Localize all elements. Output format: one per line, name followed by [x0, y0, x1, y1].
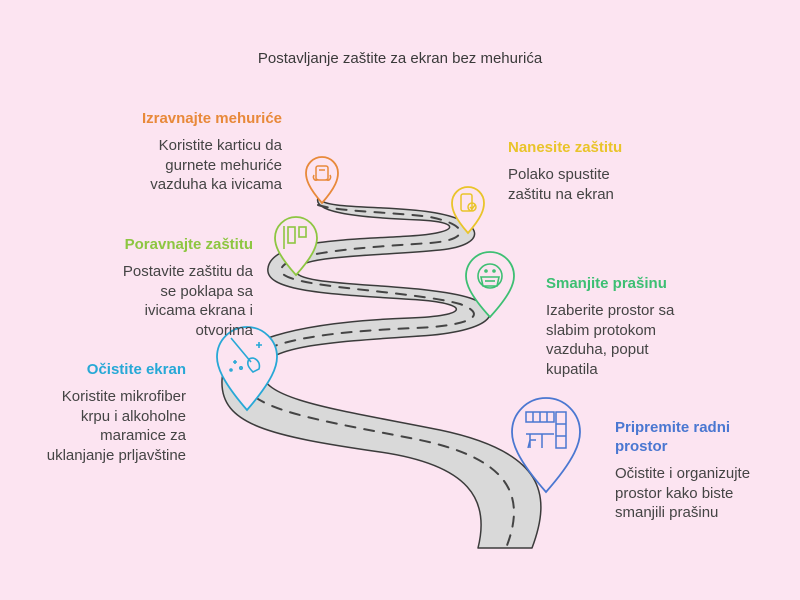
workspace-icon — [525, 411, 567, 449]
phone-check-icon — [460, 193, 477, 212]
broom-sparkle-icon — [229, 337, 262, 373]
pin-nanesite — [451, 186, 485, 235]
pin-nanesite-shape — [451, 186, 485, 235]
step-izravnajte-line: gurnete mehuriće — [165, 156, 282, 174]
step-pripremite-heading-line: prostor — [615, 438, 668, 455]
step-pripremite: Pripremite radni prostor Očistite i orga… — [615, 418, 795, 523]
step-ocistite-line: maramice za — [100, 427, 186, 444]
step-ocistite-desc: Koristite mikrofiber krpu i alkoholne ma… — [20, 387, 186, 465]
step-smanjite-line: vazduha, poput — [546, 341, 649, 358]
step-poravnajte: Poravnajte zaštitu Postavite zaštitu da … — [60, 235, 253, 340]
pin-izravnajte — [305, 156, 339, 205]
step-poravnajte-line: ivicama ekrana i — [144, 302, 253, 319]
align-icon — [283, 226, 307, 249]
road-center-dashes — [240, 204, 515, 549]
step-poravnajte-heading: Poravnajte zaštitu — [124, 236, 253, 253]
step-nanesite-line: Polako spustite — [508, 166, 610, 183]
pin-smanjite-shape — [465, 251, 515, 319]
step-ocistite-heading: Očistite ekran — [86, 361, 186, 378]
page-title: Postavljanje zaštite za ekran bez mehuri… — [257, 50, 543, 67]
step-ocistite: Očistite ekran Koristite mikrofiber krpu… — [20, 360, 186, 465]
step-poravnajte-desc: Postavite zaštitu da se poklapa sa ivica… — [60, 262, 253, 340]
step-pripremite-line: prostor kako biste — [615, 484, 734, 502]
step-izravnajte-desc: Koristite karticu da gurnete mehuriće va… — [100, 136, 282, 195]
step-smanjite-line: kupatila — [546, 360, 598, 378]
pin-pripremite — [511, 397, 581, 494]
step-smanjite: Smanjite prašinu Izaberite prostor sa sl… — [546, 274, 746, 379]
step-izravnajte-line: Koristite karticu da — [158, 137, 282, 154]
step-izravnajte: Izravnajte mehuriće Koristite karticu da… — [100, 109, 282, 195]
step-smanjite-heading: Smanjite prašinu — [546, 275, 667, 292]
step-nanesite-heading: Nanesite zaštitu — [508, 139, 623, 156]
pin-ocistite — [216, 326, 278, 412]
pin-poravnajte-shape — [274, 216, 318, 277]
step-pripremite-desc: Očistite i organizujte prostor kako bist… — [615, 464, 795, 523]
step-poravnajte-line: otvorima — [195, 321, 253, 339]
step-izravnajte-heading: Izravnajte mehuriće — [141, 110, 282, 127]
step-pripremite-heading: Pripremite radni prostor — [615, 418, 795, 456]
step-smanjite-desc: Izaberite prostor sa slabim protokom vaz… — [546, 301, 746, 379]
step-pripremite-line: smanjili prašinu — [615, 504, 719, 521]
mask-face-icon — [477, 263, 503, 289]
step-pripremite-line: Očistite i organizujte — [615, 465, 751, 482]
step-ocistite-line: uklanjanje prljavštine — [46, 446, 186, 464]
pin-smanjite — [465, 251, 515, 319]
hand-card-icon — [312, 165, 332, 181]
step-poravnajte-line: Postavite zaštitu da — [122, 263, 253, 280]
step-nanesite: Nanesite zaštitu Polako spustite zaštitu… — [508, 138, 698, 204]
step-pripremite-heading-line: Pripremite radni — [615, 419, 731, 436]
pin-ocistite-shape — [216, 326, 278, 412]
step-poravnajte-line: se poklapa sa — [160, 282, 253, 300]
step-smanjite-line: Izaberite prostor sa — [546, 302, 675, 319]
step-ocistite-line: Koristite mikrofiber — [61, 388, 186, 405]
step-ocistite-line: krpu i alkoholne — [80, 407, 186, 425]
step-nanesite-desc: Polako spustite zaštitu na ekran — [508, 165, 698, 204]
step-nanesite-line: zaštitu na ekran — [508, 185, 614, 203]
step-izravnajte-line: vazduha ka ivicama — [150, 176, 282, 193]
pin-poravnajte — [274, 216, 318, 277]
step-smanjite-line: slabim protokom — [546, 321, 657, 339]
